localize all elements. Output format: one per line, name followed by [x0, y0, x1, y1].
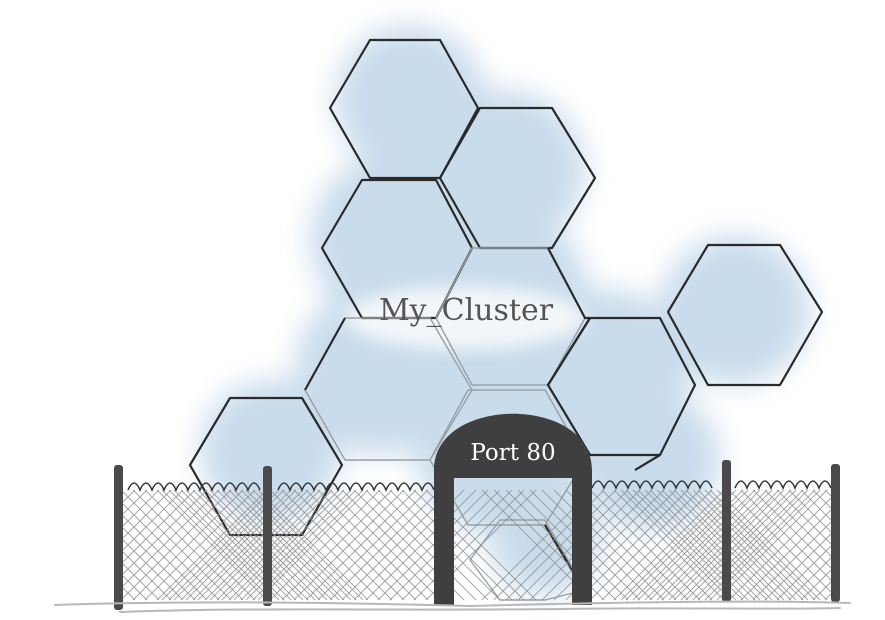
- mesh-line: [620, 489, 732, 601]
- gate-sign: [441, 427, 585, 478]
- mesh-line: [305, 489, 417, 601]
- mesh-line: [625, 489, 737, 601]
- mesh-line: [122, 598, 124, 601]
- mesh-line: [122, 489, 232, 600]
- mesh-line: [329, 489, 441, 601]
- mesh-line: [764, 532, 832, 601]
- mesh-line: [776, 489, 832, 546]
- mesh-line: [788, 556, 832, 601]
- mesh-line: [644, 489, 756, 601]
- mesh-line: [122, 489, 160, 528]
- hexagon-cluster: [188, 38, 824, 601]
- mesh-line: [656, 489, 768, 601]
- mesh-line: [692, 489, 804, 601]
- mesh-line: [122, 574, 148, 601]
- gate-arch-icon: [434, 413, 592, 605]
- mesh-line: [341, 489, 453, 601]
- fence-post: [831, 464, 840, 602]
- gate-arch: [434, 413, 592, 605]
- mesh-line: [269, 489, 381, 601]
- mesh-line: [257, 489, 369, 601]
- mesh-line: [122, 489, 148, 516]
- fence-icon: [114, 460, 840, 610]
- port-label: Port 80: [470, 440, 555, 466]
- mesh-line: [281, 489, 393, 601]
- mesh-line: [122, 562, 160, 601]
- mesh-line: [685, 489, 797, 601]
- mesh-line: [413, 489, 525, 601]
- label-highlight: [345, 286, 585, 350]
- mesh-line: [161, 489, 273, 601]
- mesh-line: [800, 568, 832, 601]
- mesh-line: [680, 489, 792, 601]
- mesh-line: [204, 489, 316, 601]
- mesh-line: [716, 489, 828, 601]
- mesh-line: [541, 489, 653, 601]
- mesh-line: [122, 489, 208, 576]
- mesh-line: [122, 489, 184, 552]
- mesh-line: [122, 489, 196, 564]
- mesh-line: [589, 489, 701, 601]
- mesh-line: [377, 489, 489, 601]
- mesh-line: [233, 489, 345, 601]
- mesh-line: [144, 489, 256, 601]
- mesh-line: [156, 489, 268, 601]
- fence-post: [114, 465, 123, 610]
- mesh-line: [132, 489, 244, 601]
- mesh-line: [365, 489, 477, 601]
- mesh-line: [649, 489, 761, 601]
- mesh-line: [228, 489, 340, 601]
- mesh-line: [122, 550, 172, 601]
- mesh-line: [192, 489, 304, 601]
- mesh-line: [752, 520, 832, 601]
- mesh-line: [697, 489, 809, 601]
- fence-post: [263, 466, 272, 606]
- mesh-line: [788, 489, 832, 534]
- cluster-outline: [304, 247, 661, 601]
- mesh-line: [661, 489, 773, 601]
- fence-post: [722, 460, 731, 602]
- razor-wire-icon: [127, 480, 832, 493]
- mesh-line: [401, 489, 513, 601]
- mesh-line: [122, 489, 172, 540]
- mesh-line: [740, 508, 832, 601]
- hexagon-node: [469, 519, 586, 601]
- mesh-line: [613, 489, 725, 601]
- cluster-label: My_Cluster: [379, 293, 554, 328]
- mesh-line: [728, 496, 832, 601]
- mesh-line: [577, 489, 689, 601]
- mesh-line: [293, 489, 405, 601]
- hexagon-node: [188, 396, 344, 537]
- mesh-line: [122, 489, 124, 492]
- mesh-line: [168, 489, 280, 601]
- mesh-line: [122, 489, 220, 588]
- mesh-line: [776, 544, 832, 601]
- mesh-line: [197, 489, 309, 601]
- mesh-line: [240, 489, 352, 601]
- mesh-line: [185, 489, 297, 601]
- mesh-line: [601, 489, 713, 601]
- hexagon-node: [438, 106, 597, 250]
- mesh-line: [800, 489, 832, 522]
- mesh-line: [505, 489, 617, 601]
- mesh-line: [812, 489, 832, 510]
- mesh-line: [812, 580, 832, 601]
- mesh-line: [221, 489, 333, 601]
- mesh-line: [180, 489, 292, 601]
- mesh-line: [317, 489, 429, 601]
- ground-line: [54, 600, 851, 613]
- hexagon-node: [666, 243, 824, 387]
